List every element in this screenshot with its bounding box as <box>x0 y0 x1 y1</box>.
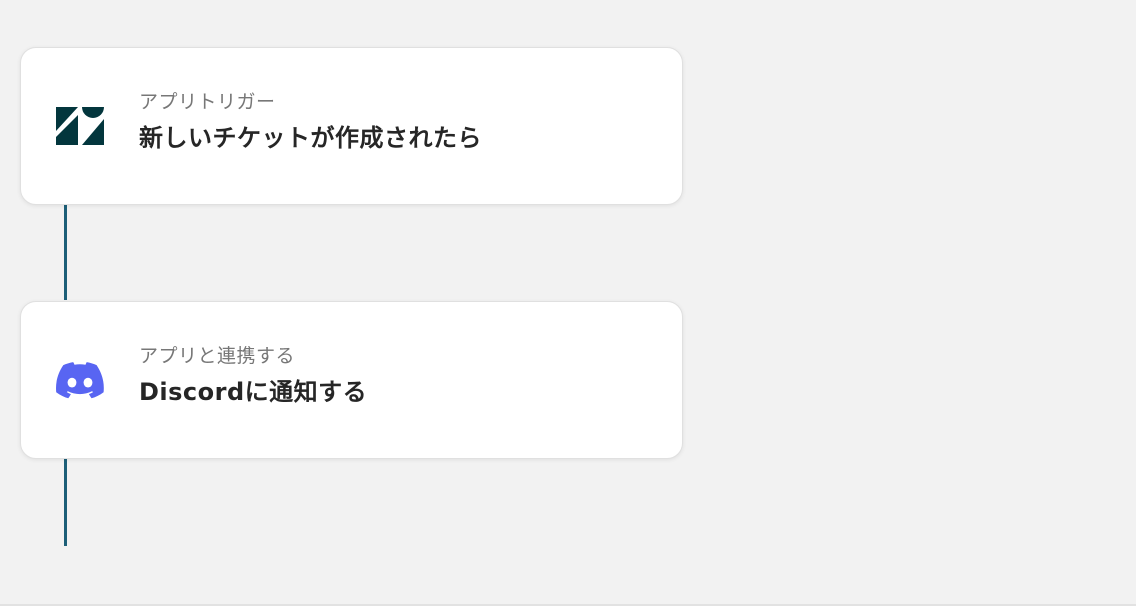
zendesk-icon <box>55 101 105 151</box>
flow-connector-1 <box>64 205 67 300</box>
discord-icon <box>55 355 105 405</box>
bottom-divider <box>0 604 1136 606</box>
action-step-card[interactable]: アプリと連携する Discordに通知する <box>20 301 683 459</box>
trigger-step-label: アプリトリガー <box>139 91 276 113</box>
trigger-step-title: 新しいチケットが作成されたら <box>139 124 482 152</box>
action-step-title: Discordに通知する <box>139 378 368 406</box>
action-step-label: アプリと連携する <box>139 345 296 367</box>
flow-connector-2 <box>64 451 67 546</box>
trigger-step-card[interactable]: アプリトリガー 新しいチケットが作成されたら <box>20 47 683 205</box>
